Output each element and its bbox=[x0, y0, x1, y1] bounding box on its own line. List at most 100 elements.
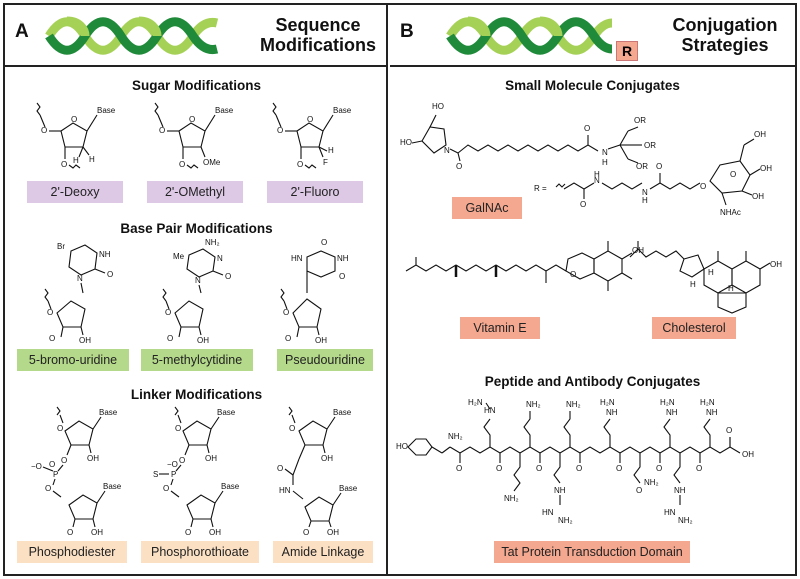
svg-text:Base: Base bbox=[221, 482, 240, 491]
tag-vitamin-e: Vitamin E bbox=[460, 317, 540, 339]
linker-modifications-title: Linker Modifications bbox=[130, 387, 263, 402]
svg-text:NH: NH bbox=[337, 254, 349, 263]
svg-text:OH: OH bbox=[321, 454, 333, 463]
panel-b-letter: B bbox=[400, 21, 414, 42]
svg-text:O: O bbox=[283, 308, 289, 317]
r-group-label: R bbox=[621, 43, 633, 59]
svg-text:F: F bbox=[323, 158, 328, 167]
svg-text:S: S bbox=[153, 470, 158, 479]
svg-text:O: O bbox=[175, 424, 181, 433]
tag-tat-protein-transduction-domain: Tat Protein Transduction Domain bbox=[494, 541, 690, 563]
svg-text:O: O bbox=[656, 162, 662, 171]
panel-b-title-line1: Conjugation bbox=[672, 15, 778, 35]
svg-text:HN: HN bbox=[279, 486, 291, 495]
svg-text:HO: HO bbox=[400, 138, 412, 147]
phosphodiester-structure: O Base OH O −O P O O Base OH O bbox=[31, 406, 122, 537]
panel-a: A Sequence Modifications Sugar Modificat… bbox=[5, 5, 388, 574]
svg-text:N: N bbox=[217, 254, 223, 263]
svg-text:NH₂: NH₂ bbox=[205, 238, 220, 247]
svg-text:O: O bbox=[456, 464, 462, 473]
svg-text:NH: NH bbox=[99, 250, 111, 259]
svg-text:O: O bbox=[297, 160, 303, 169]
svg-text:O: O bbox=[307, 115, 313, 124]
svg-text:O: O bbox=[289, 424, 295, 433]
svg-text:N: N bbox=[195, 276, 201, 285]
svg-text:N: N bbox=[77, 274, 83, 283]
tag-2-omethyl: 2'-OMethyl bbox=[147, 181, 243, 203]
svg-text:H: H bbox=[89, 155, 95, 164]
svg-text:Base: Base bbox=[97, 106, 116, 115]
svg-text:N: N bbox=[444, 146, 450, 155]
svg-text:NH₂: NH₂ bbox=[644, 478, 659, 487]
svg-text:HN: HN bbox=[291, 254, 303, 263]
svg-text:H: H bbox=[728, 284, 734, 293]
tag-galnac: GalNAc bbox=[452, 197, 522, 219]
svg-text:HO: HO bbox=[432, 102, 444, 111]
svg-text:O: O bbox=[71, 115, 77, 124]
peptide-antibody-conjugates-title: Peptide and Antibody Conjugates bbox=[484, 374, 701, 389]
base-pair-modifications-title: Base Pair Modifications bbox=[120, 221, 273, 236]
tag-amide-linkage: Amide Linkage bbox=[273, 541, 373, 563]
svg-text:OH: OH bbox=[327, 528, 339, 537]
svg-text:O: O bbox=[303, 528, 309, 537]
svg-text:−O: −O bbox=[167, 460, 178, 469]
svg-text:O: O bbox=[165, 308, 171, 317]
svg-text:NH₂: NH₂ bbox=[526, 400, 541, 409]
svg-text:OH: OH bbox=[205, 454, 217, 463]
svg-text:O: O bbox=[696, 464, 702, 473]
svg-text:OH: OH bbox=[87, 454, 99, 463]
svg-text:H: H bbox=[328, 146, 334, 155]
panel-a-letter: A bbox=[15, 21, 29, 42]
svg-text:O: O bbox=[277, 126, 283, 135]
svg-text:OH: OH bbox=[209, 528, 221, 537]
vitamin-e-structure: O OH bbox=[405, 241, 644, 291]
svg-text:O: O bbox=[285, 334, 291, 343]
svg-text:NH₂: NH₂ bbox=[678, 516, 693, 525]
svg-text:O: O bbox=[496, 464, 502, 473]
svg-text:Base: Base bbox=[215, 106, 234, 115]
svg-text:O: O bbox=[277, 464, 283, 473]
svg-text:N: N bbox=[602, 148, 608, 157]
svg-text:O: O bbox=[57, 424, 63, 433]
svg-text:H: H bbox=[594, 170, 600, 179]
svg-text:OH: OH bbox=[760, 164, 772, 173]
svg-text:OH: OH bbox=[632, 246, 644, 255]
svg-text:Base: Base bbox=[333, 408, 352, 417]
svg-text:NH₂: NH₂ bbox=[504, 494, 519, 503]
svg-text:R =: R = bbox=[534, 184, 547, 193]
svg-text:O: O bbox=[185, 528, 191, 537]
svg-text:H: H bbox=[602, 158, 608, 167]
svg-text:Br: Br bbox=[57, 242, 65, 251]
svg-text:O: O bbox=[339, 272, 345, 281]
svg-text:P: P bbox=[53, 470, 58, 479]
r-group-box: R bbox=[616, 41, 638, 61]
svg-text:OH: OH bbox=[742, 450, 754, 459]
svg-text:N: N bbox=[594, 176, 600, 185]
sugar-modifications-title: Sugar Modifications bbox=[131, 78, 261, 93]
galnac-structure: HO HO N O O N H OR OR OR R = bbox=[400, 102, 772, 217]
svg-text:O: O bbox=[616, 464, 622, 473]
svg-text:HO: HO bbox=[396, 442, 408, 451]
fluoro-sugar-structure: O O Base O F H bbox=[272, 102, 352, 169]
svg-text:O: O bbox=[159, 126, 165, 135]
svg-text:NH: NH bbox=[554, 486, 566, 495]
svg-text:Me: Me bbox=[173, 252, 185, 261]
svg-text:HN: HN bbox=[484, 406, 496, 415]
tag-phosphodiester: Phosphodiester bbox=[17, 541, 127, 563]
amide-linkage-structure: O Base OH O HN Base OH O bbox=[277, 406, 358, 537]
tag-cholesterol: Cholesterol bbox=[652, 317, 736, 339]
svg-text:O: O bbox=[656, 464, 662, 473]
svg-text:Base: Base bbox=[333, 106, 352, 115]
bromouridine-structure: Br NH N O O O OH bbox=[44, 242, 113, 345]
svg-text:NH₂: NH₂ bbox=[566, 400, 581, 409]
svg-text:OH: OH bbox=[91, 528, 103, 537]
svg-text:O: O bbox=[41, 126, 47, 135]
svg-text:O: O bbox=[321, 238, 327, 247]
panel-b-title-line2: Strategies bbox=[681, 35, 769, 55]
svg-text:NH₂: NH₂ bbox=[558, 516, 573, 525]
svg-text:O: O bbox=[536, 464, 542, 473]
rna-helix-icon bbox=[45, 16, 219, 55]
svg-text:NH: NH bbox=[606, 408, 618, 417]
svg-text:O: O bbox=[163, 484, 169, 493]
svg-text:O: O bbox=[61, 456, 67, 465]
